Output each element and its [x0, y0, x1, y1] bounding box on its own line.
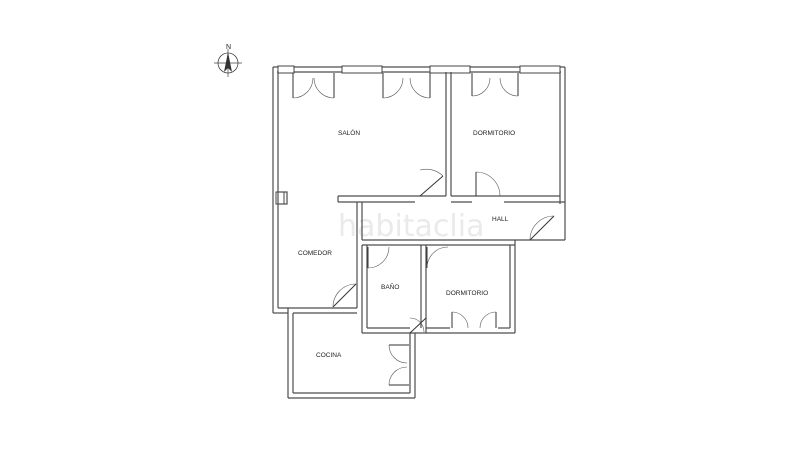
balcony-doors [292, 73, 519, 99]
room-label-salon: SALÓN [338, 128, 360, 137]
north-arrow-icon [224, 52, 232, 72]
room-labels: SALÓN DORMITORIO HALL COMEDOR BAÑO DORMI… [298, 128, 515, 359]
interior-doors [332, 168, 555, 386]
watermark: habitaclia [338, 209, 484, 244]
windows [275, 65, 561, 205]
compass: N [214, 44, 242, 77]
interior-walls [277, 72, 565, 399]
room-label-hall: HALL [492, 216, 509, 223]
window [275, 191, 285, 205]
room-label-bano: BAÑO [381, 282, 399, 291]
window [429, 65, 471, 74]
room-label-cocina: COCINA [316, 352, 342, 359]
window [519, 65, 561, 74]
room-label-comedor: COMEDOR [298, 250, 332, 257]
compass-north-label: N [226, 44, 231, 51]
room-label-dormitorio-2: DORMITORIO [446, 290, 488, 297]
room-label-dormitorio-1: DORMITORIO [473, 130, 515, 137]
window [341, 65, 383, 74]
outer-walls [272, 66, 566, 314]
window [277, 65, 295, 74]
